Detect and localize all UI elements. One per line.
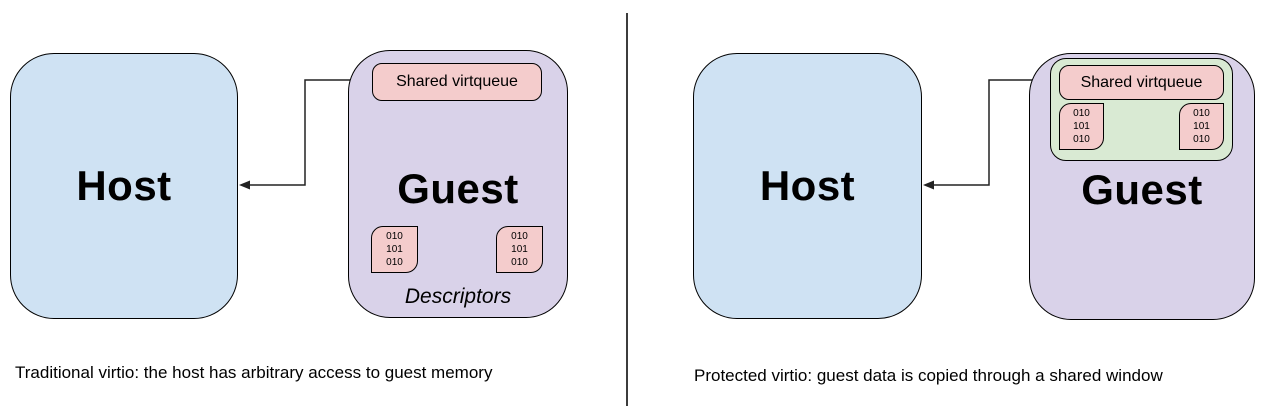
guest-box: Shared virtqueue Guest 010 101 010 010 1… [348, 50, 568, 318]
descriptor-bits-2: 010 101 010 [511, 231, 528, 268]
host-label: Host [759, 162, 856, 209]
shared-virtqueue-label: Shared virtqueue [1080, 73, 1203, 91]
shared-window-box: Shared virtqueue 010 101 010 010 101 010 [1050, 58, 1233, 161]
guest-label: Guest [397, 165, 519, 212]
guest-box: Shared virtqueue 010 101 010 010 101 010… [1029, 53, 1255, 320]
caption-protected: Protected virtio: guest data is copied t… [694, 366, 1163, 385]
shared-virtqueue-box: Shared virtqueue [1059, 65, 1224, 100]
host-box: Host [693, 53, 922, 319]
panel-divider [626, 13, 628, 406]
descriptor-bits-2: 010 101 010 [1193, 108, 1210, 145]
guest-label: Guest [1081, 166, 1203, 213]
shared-virtqueue-box: Shared virtqueue [372, 63, 542, 101]
shared-virtqueue-label: Shared virtqueue [396, 73, 518, 90]
descriptors-label: Descriptors [404, 285, 512, 308]
descriptor-bits-1: 010 101 010 [386, 231, 403, 268]
descriptor-box-1: 010 101 010 [371, 226, 418, 273]
descriptor-box-2: 010 101 010 [1179, 103, 1224, 150]
caption-traditional: Traditional virtio: the host has arbitra… [15, 363, 493, 382]
host-box: Host [10, 53, 238, 319]
host-label: Host [76, 162, 172, 209]
descriptor-box-1: 010 101 010 [1059, 103, 1104, 150]
descriptor-box-2: 010 101 010 [496, 226, 543, 273]
descriptor-bits-1: 010 101 010 [1073, 108, 1090, 145]
